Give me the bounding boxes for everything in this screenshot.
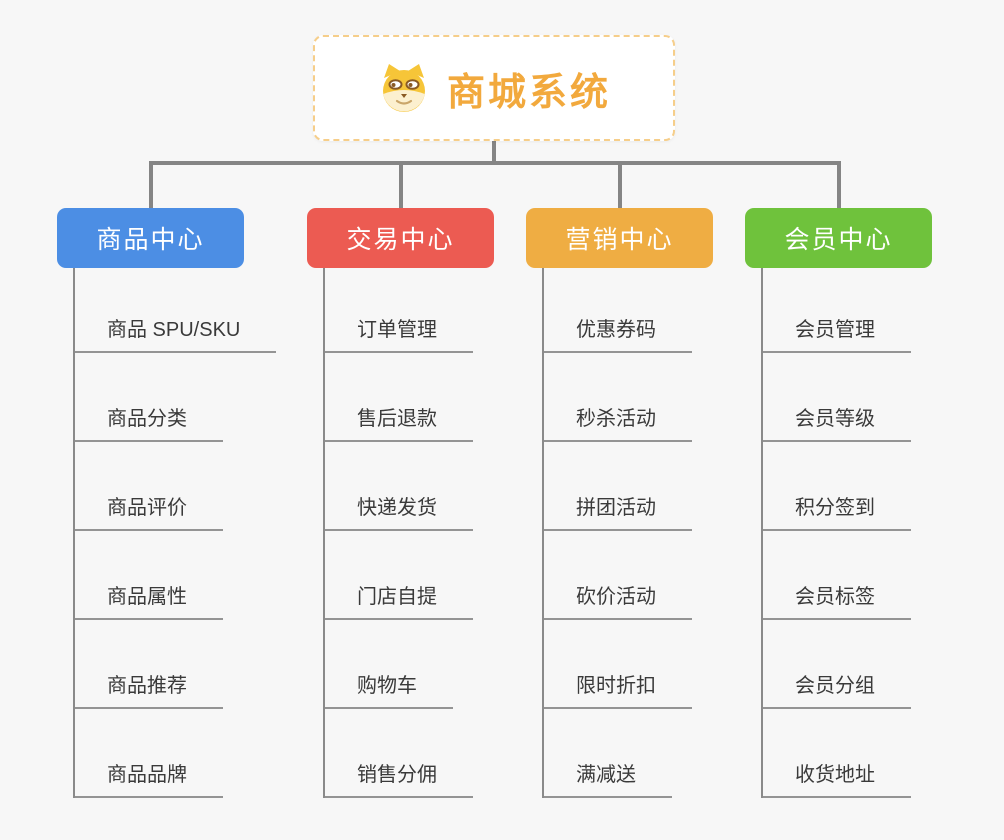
- leaf-node[interactable]: 积分签到: [763, 496, 911, 531]
- branch-children: 会员管理 会员等级 积分签到 会员标签 会员分组 收货地址: [761, 268, 911, 798]
- branch-header-2[interactable]: 营销中心: [526, 208, 713, 268]
- branch-label: 交易中心: [346, 226, 455, 254]
- root-title: 商城系统: [446, 71, 611, 114]
- leaf-row: 会员分组: [763, 620, 911, 709]
- leaf-row: 拼团活动: [544, 442, 692, 531]
- leaf-node[interactable]: 会员分组: [763, 674, 911, 709]
- branch-header-0[interactable]: 商品中心: [57, 208, 244, 268]
- leaf-node[interactable]: 商品属性: [75, 585, 223, 620]
- leaf-node[interactable]: 购物车: [325, 674, 453, 709]
- branch-header-3[interactable]: 会员中心: [745, 208, 932, 268]
- branch-children: 优惠券码 秒杀活动 拼团活动 砍价活动 限时折扣 满减送: [542, 268, 692, 798]
- leaf-row: 秒杀活动: [544, 353, 692, 442]
- leaf-node[interactable]: 商品分类: [75, 407, 223, 442]
- branch-label: 商品中心: [96, 226, 205, 254]
- leaf-node[interactable]: 商品评价: [75, 496, 223, 531]
- leaf-row: 商品推荐: [75, 620, 276, 709]
- leaf-node[interactable]: 商品推荐: [75, 674, 223, 709]
- leaf-row: 门店自提: [325, 531, 473, 620]
- leaf-row: 会员等级: [763, 353, 911, 442]
- connector-line: [148, 161, 153, 208]
- leaf-node[interactable]: 订单管理: [325, 318, 473, 353]
- leaf-node[interactable]: 会员管理: [763, 318, 911, 353]
- leaf-node[interactable]: 快递发货: [325, 496, 473, 531]
- connector-line: [148, 161, 841, 165]
- leaf-row: 优惠券码: [544, 268, 692, 353]
- connector-line: [492, 141, 496, 165]
- leaf-row: 收货地址: [763, 709, 911, 798]
- connector-line: [398, 161, 403, 208]
- branch-children: 订单管理 售后退款 快递发货 门店自提 购物车 销售分佣: [323, 268, 473, 798]
- leaf-node[interactable]: 商品品牌: [75, 763, 223, 798]
- branch-label: 会员中心: [784, 226, 893, 254]
- leaf-node[interactable]: 会员标签: [763, 585, 911, 620]
- root-node[interactable]: 商城系统: [313, 35, 675, 141]
- dog-face-icon: [377, 63, 431, 113]
- leaf-row: 商品分类: [75, 353, 276, 442]
- leaf-row: 商品 SPU/SKU: [75, 268, 277, 353]
- leaf-row: 满减送: [544, 709, 692, 798]
- leaf-row: 商品评价: [75, 442, 276, 531]
- connector-line: [836, 161, 841, 208]
- leaf-node[interactable]: 收货地址: [763, 763, 911, 798]
- leaf-row: 会员管理: [763, 268, 911, 353]
- leaf-row: 购物车: [325, 620, 473, 709]
- leaf-row: 订单管理: [325, 268, 473, 353]
- leaf-row: 售后退款: [325, 353, 473, 442]
- leaf-row: 快递发货: [325, 442, 473, 531]
- branch-label: 营销中心: [565, 226, 674, 254]
- leaf-row: 会员标签: [763, 531, 911, 620]
- leaf-row: 销售分佣: [325, 709, 473, 798]
- leaf-node[interactable]: 满减送: [544, 763, 672, 798]
- branch-children: 商品 SPU/SKU 商品分类 商品评价 商品属性 商品推荐 商品品牌: [73, 268, 277, 798]
- leaf-node[interactable]: 秒杀活动: [544, 407, 692, 442]
- leaf-node[interactable]: 商品 SPU/SKU: [75, 318, 277, 353]
- leaf-node[interactable]: 限时折扣: [544, 674, 692, 709]
- branch-header-1[interactable]: 交易中心: [307, 208, 494, 268]
- leaf-row: 商品品牌: [75, 709, 276, 798]
- leaf-node[interactable]: 售后退款: [325, 407, 473, 442]
- leaf-node[interactable]: 优惠券码: [544, 318, 692, 353]
- leaf-node[interactable]: 会员等级: [763, 407, 911, 442]
- leaf-row: 砍价活动: [544, 531, 692, 620]
- leaf-row: 限时折扣: [544, 620, 692, 709]
- leaf-row: 积分签到: [763, 442, 911, 531]
- connector-line: [617, 161, 622, 208]
- leaf-row: 商品属性: [75, 531, 276, 620]
- leaf-node[interactable]: 拼团活动: [544, 496, 692, 531]
- leaf-node[interactable]: 砍价活动: [544, 585, 692, 620]
- leaf-node[interactable]: 销售分佣: [325, 763, 473, 798]
- leaf-node[interactable]: 门店自提: [325, 585, 473, 620]
